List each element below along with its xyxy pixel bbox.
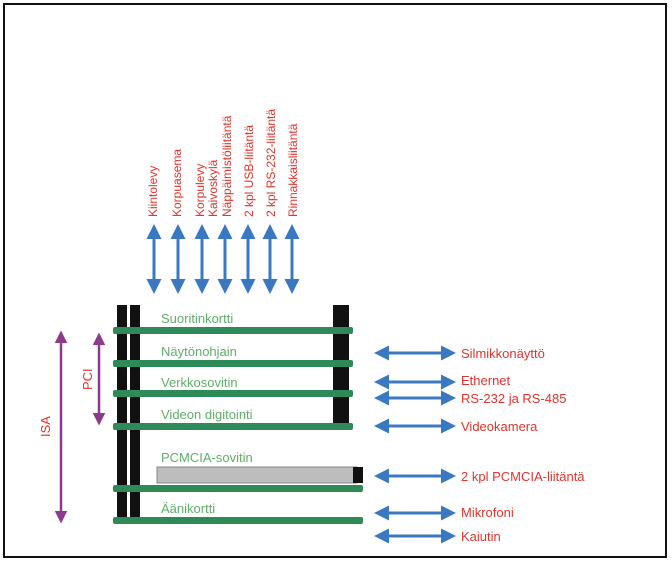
board-bar [113, 517, 363, 524]
board-labels: Suoritinkortti Näytönohjain Verkkosoviti… [161, 311, 253, 516]
board-label: Äänikortti [161, 501, 215, 516]
right-arrows [374, 345, 456, 544]
top-port-label: Kaivoskylä [206, 159, 220, 217]
top-port-label: Kiintolevy [146, 166, 160, 217]
board-bar [113, 360, 353, 367]
board-bar [113, 390, 353, 397]
board-label: Videon digitointi [161, 407, 253, 422]
top-arrows [146, 224, 300, 294]
right-port-label: Videokamera [461, 419, 538, 434]
top-port-label: 2 kpl USB-liitäntä [242, 125, 256, 217]
diagram-frame: Kiintolevy Korpuasema Korpulevy Kaivosky… [3, 3, 667, 558]
right-port-label: Ethernet [461, 373, 511, 388]
pci-label: PCI [80, 368, 95, 390]
top-port-label: Rinnakkaisliitäntä [286, 123, 300, 217]
stack-diagram: Kiintolevy Korpuasema Korpulevy Kaivosky… [38, 109, 585, 544]
board-bar [113, 327, 353, 334]
right-port-label: Kaiutin [461, 529, 501, 544]
isa-label: ISA [38, 416, 53, 437]
pcmcia-card [156, 466, 358, 484]
stack-post-left-a [117, 305, 127, 523]
top-port-labels: Kiintolevy Korpuasema Korpulevy Kaivosky… [146, 109, 300, 217]
bus-arrows [54, 330, 106, 524]
board-label: PCMCIA-sovitin [161, 450, 253, 465]
right-port-label: Mikrofoni [461, 505, 514, 520]
board-bar [113, 485, 363, 492]
top-port-label: Korpuasema [170, 149, 184, 217]
top-port-label: 2 kpl RS-232-liitäntä [264, 109, 278, 217]
stack-post-left-b [130, 305, 140, 523]
board-label: Suoritinkortti [161, 311, 233, 326]
right-port-label: RS-232 ja RS-485 [461, 391, 567, 406]
board-label: Verkkosovitin [161, 375, 238, 390]
boards [113, 327, 363, 524]
right-port-label: Silmikkonäyttö [461, 346, 545, 361]
top-port-label: Näppäimistöliitäntä [220, 115, 234, 217]
right-port-label: 2 kpl PCMCIA-liitäntä [461, 469, 585, 484]
board-label: Näytönohjain [161, 344, 237, 359]
board-bar [113, 423, 353, 430]
top-port-label: Korpulevy [193, 164, 207, 217]
pcmcia-connector [353, 467, 363, 483]
right-port-labels: Silmikkonäyttö Ethernet RS-232 ja RS-485… [461, 346, 585, 544]
